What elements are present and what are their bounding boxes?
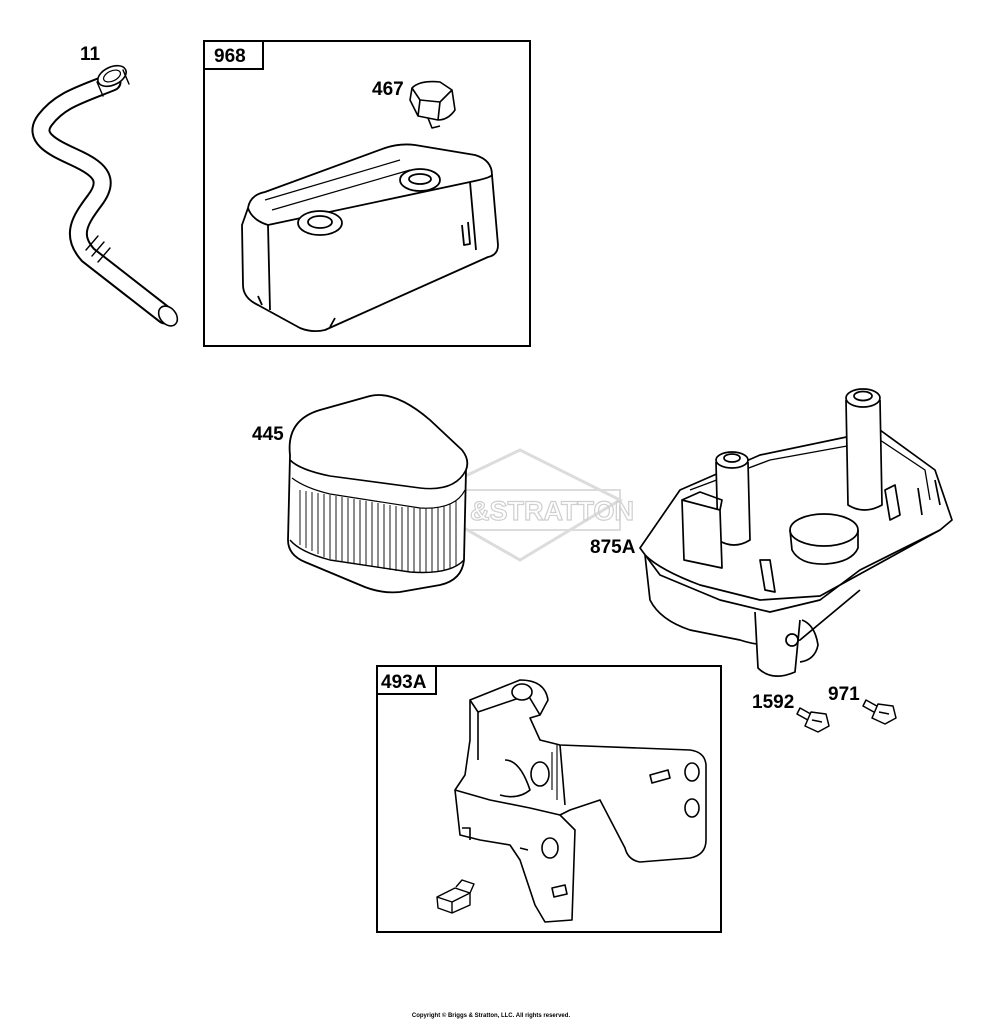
callout-11: 11 <box>80 44 101 65</box>
mounting-bracket <box>454 679 707 923</box>
screw-971 <box>862 699 897 725</box>
kit-box-493a <box>376 665 722 933</box>
watermark-text: &STRATTON <box>470 496 634 526</box>
callout-445: 445 <box>252 424 284 445</box>
callout-1592: 1592 <box>752 692 794 713</box>
copyright-notice: Copyright © Briggs & Stratton, LLC. All … <box>411 1013 571 1019</box>
callout-968: 968 <box>214 46 246 67</box>
air-filter-cover <box>241 143 499 333</box>
callout-971: 971 <box>828 684 860 705</box>
cover-knob <box>409 80 456 129</box>
callout-467: 467 <box>372 79 404 100</box>
bracket-clip <box>436 879 475 914</box>
kit-box-968 <box>203 40 531 347</box>
brand-watermark: &STRATTON <box>404 448 635 562</box>
callout-493a: 493A <box>381 672 427 693</box>
screw-1592 <box>796 707 830 733</box>
air-filter-cartridge <box>287 394 469 594</box>
air-filter-base <box>639 388 953 677</box>
callout-875a: 875A <box>590 537 636 558</box>
breather-tube <box>31 64 179 327</box>
